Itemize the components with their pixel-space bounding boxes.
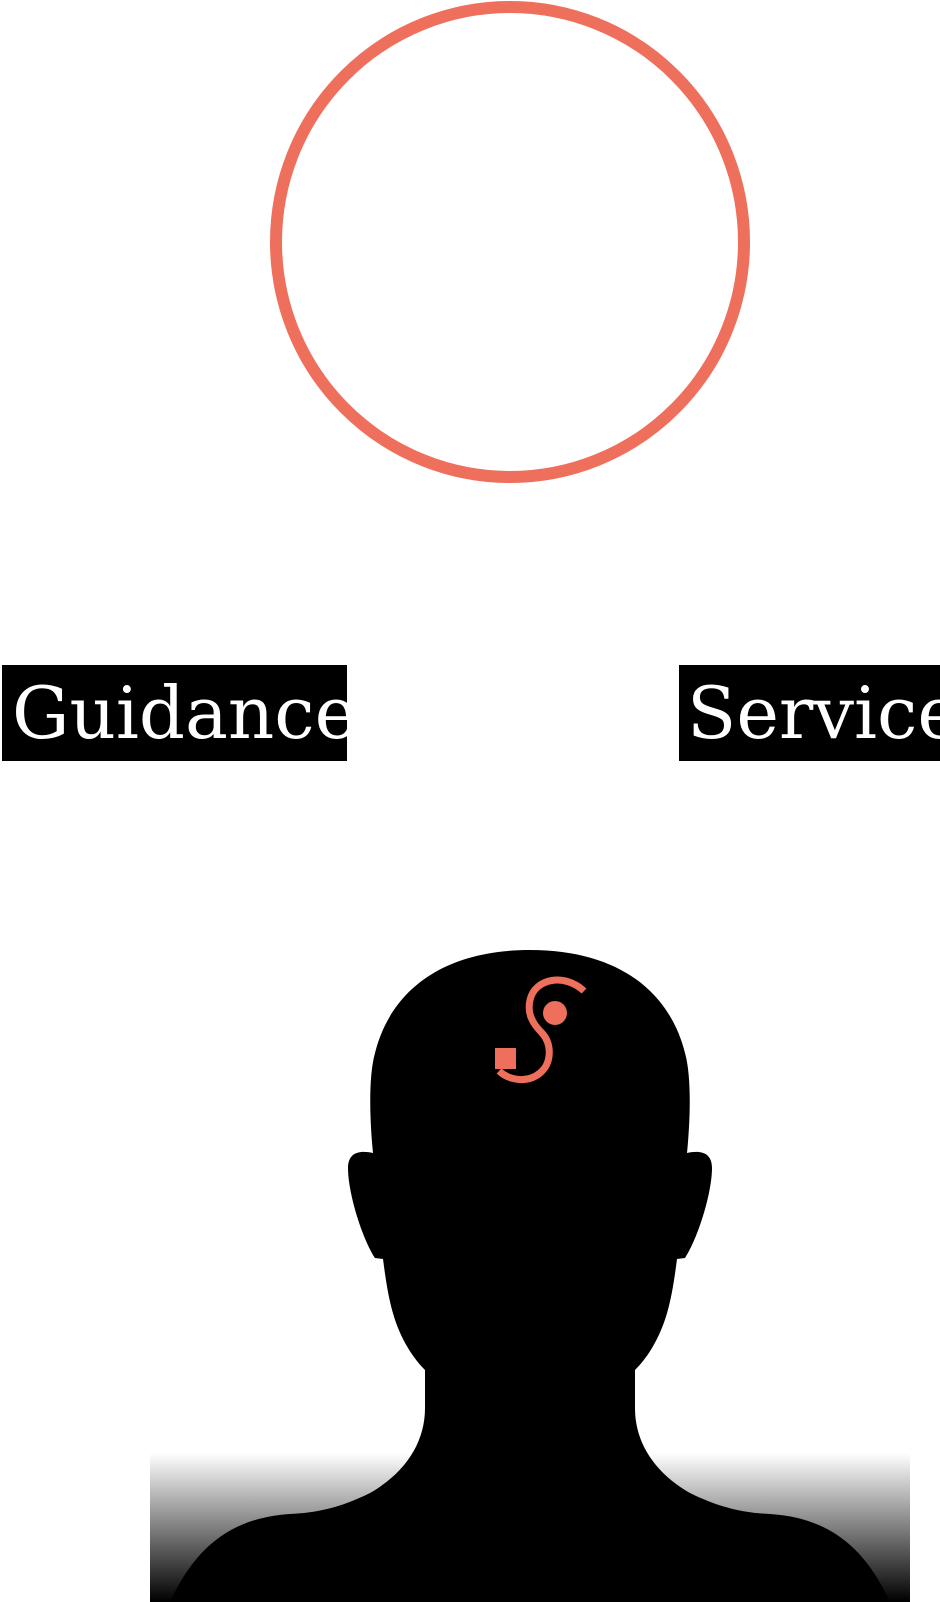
service-label: Service (679, 665, 940, 761)
guidance-label-text: Guidance (12, 671, 347, 755)
ring-icon (270, 1, 750, 483)
mind-symbol-icon (495, 976, 587, 1083)
head-silhouette-icon (150, 950, 910, 1602)
service-label-text: Service (687, 671, 940, 755)
guidance-label: Guidance (2, 665, 347, 761)
head-shape (170, 950, 890, 1602)
